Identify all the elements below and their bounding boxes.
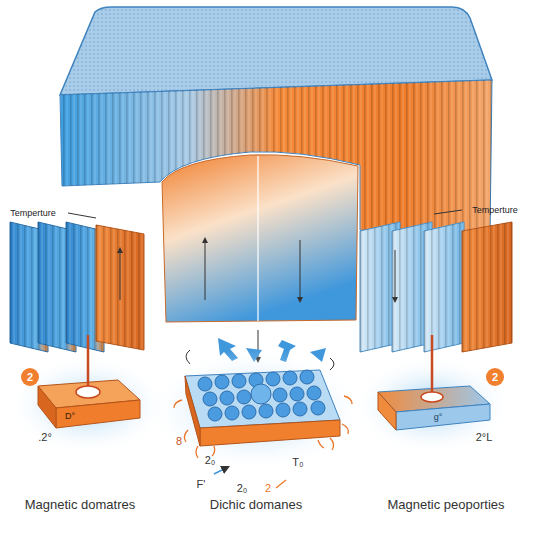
value-label: 2₀ [205, 454, 216, 467]
value-label: F' [197, 478, 206, 491]
value-label: T₀ [292, 456, 303, 469]
platform-mark: D° [65, 411, 75, 421]
section-label: Magnetic peoporties [387, 498, 504, 513]
value-label: 2°L [476, 431, 493, 444]
temperature-label: Temperture [10, 208, 56, 218]
callout-number: 2 [27, 371, 33, 384]
callout-number: 2 [492, 371, 498, 384]
value-label: .2° [38, 431, 52, 444]
value-label: 2₀ [237, 482, 248, 495]
platform-mark: g° [434, 412, 443, 422]
value-label: 2 [265, 482, 271, 495]
section-label: Dichic domanes [210, 498, 303, 513]
value-label: 8 [176, 435, 182, 448]
section-label: Magnetic domatres [25, 498, 136, 513]
temperature-label: Temperture [472, 205, 518, 215]
